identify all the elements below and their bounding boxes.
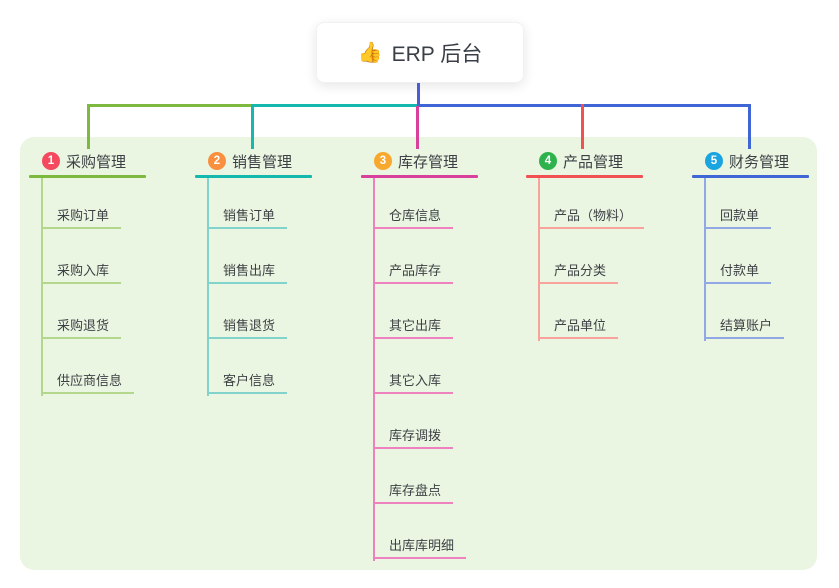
branch-underline: [195, 175, 312, 178]
connector-line-purchase-drop: [87, 104, 90, 149]
connector-line-sales-h: [251, 104, 419, 107]
connector-line-finance-h: [417, 104, 751, 107]
root-node-label: ERP 后台: [391, 42, 483, 66]
leaf-node[interactable]: 仓库信息: [373, 203, 454, 229]
leaf-node[interactable]: 采购退货: [41, 313, 122, 339]
leaf-node[interactable]: 产品（物料）: [538, 203, 645, 229]
child-connector-line: [373, 178, 375, 561]
leaf-node[interactable]: 销售出库: [207, 258, 288, 284]
connector-line-sales-drop: [251, 104, 254, 149]
root-node-erp[interactable]: 👍 ERP 后台: [316, 22, 524, 83]
leaf-node[interactable]: 产品分类: [538, 258, 619, 284]
leaf-node[interactable]: 其它入库: [373, 368, 454, 394]
branch-purchase-title[interactable]: 1 采购管理: [29, 148, 126, 174]
connector-line-purchase-h: [87, 104, 254, 107]
leaf-node[interactable]: 结算账户: [704, 313, 785, 339]
child-connector-line: [538, 178, 540, 341]
branch-number-badge: 4: [539, 152, 557, 170]
branch-product-title[interactable]: 4 产品管理: [526, 148, 623, 174]
branch-underline: [29, 175, 146, 178]
leaf-node[interactable]: 采购入库: [41, 258, 122, 284]
branch-sales-title[interactable]: 2 销售管理: [195, 148, 292, 174]
leaf-node[interactable]: 回款单: [704, 203, 772, 229]
mindmap-background-panel: [20, 137, 817, 570]
root-connector-line: [417, 83, 420, 107]
branch-label: 库存管理: [398, 153, 459, 171]
branch-label: 采购管理: [66, 153, 127, 171]
child-connector-line: [207, 178, 209, 396]
thumbs-up-icon: 👍: [357, 42, 383, 64]
leaf-node[interactable]: 付款单: [704, 258, 772, 284]
branch-number-badge: 2: [208, 152, 226, 170]
leaf-node[interactable]: 产品单位: [538, 313, 619, 339]
leaf-node[interactable]: 供应商信息: [41, 368, 135, 394]
leaf-node[interactable]: 采购订单: [41, 203, 122, 229]
connector-line-inventory-drop: [416, 106, 419, 149]
branch-number-badge: 5: [705, 152, 723, 170]
child-connector-line: [704, 178, 706, 341]
branch-label: 财务管理: [729, 153, 790, 171]
leaf-node[interactable]: 库存调拨: [373, 423, 454, 449]
leaf-node[interactable]: 客户信息: [207, 368, 288, 394]
branch-underline: [692, 175, 809, 178]
connector-line-finance-drop: [748, 104, 751, 149]
leaf-node[interactable]: 其它出库: [373, 313, 454, 339]
branch-label: 产品管理: [563, 153, 624, 171]
branch-finance-title[interactable]: 5 财务管理: [692, 148, 789, 174]
branch-underline: [361, 175, 478, 178]
leaf-node[interactable]: 出库库明细: [373, 533, 467, 559]
leaf-node[interactable]: 销售订单: [207, 203, 288, 229]
branch-number-badge: 1: [42, 152, 60, 170]
child-connector-line: [41, 178, 43, 396]
leaf-node[interactable]: 销售退货: [207, 313, 288, 339]
branch-underline: [526, 175, 643, 178]
branch-number-badge: 3: [374, 152, 392, 170]
leaf-node[interactable]: 产品库存: [373, 258, 454, 284]
branch-inventory-title[interactable]: 3 库存管理: [361, 148, 458, 174]
connector-line-product-drop: [581, 104, 584, 149]
leaf-node[interactable]: 库存盘点: [373, 478, 454, 504]
branch-label: 销售管理: [232, 153, 293, 171]
